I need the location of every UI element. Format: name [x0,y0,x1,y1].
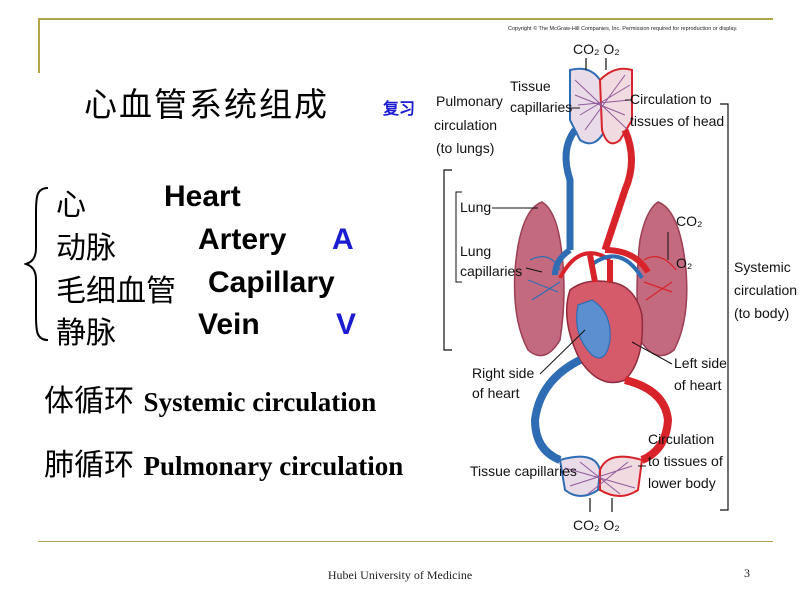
term-artery-abbr: A [332,223,354,256]
label-lung-cap-1: Lung [460,243,491,259]
label-tissue-cap-bottom: Tissue capillaries [470,463,577,479]
term-vein-abbr: V [336,308,357,341]
label-systemic-3: (to body) [734,305,789,321]
label-pulmonary-1: Pulmonary [436,93,503,109]
label-right-heart-1: Right side [472,365,534,381]
co2-o2-top: CO₂ O₂ [573,41,620,57]
slide-title: 心血管系统组成 [84,85,329,124]
copyright-text: Copyright © The McGraw-Hill Companies, I… [508,25,738,32]
label-circ-lower-1: Circulation [648,431,714,447]
term-vein-en: Vein [198,308,260,341]
label-pulmonary-2: circulation [434,117,497,133]
systemic-zh: 体循环 [44,384,134,419]
term-heart-en: Heart [164,180,241,213]
label-lung: Lung [460,199,491,215]
review-tag: 复习 [383,99,416,118]
term-capillary-zh: 毛细血管 [56,274,176,309]
label-systemic-1: Systemic [734,259,791,275]
term-vein-zh: 静脉 [56,316,116,351]
frame-top-line [38,18,773,20]
label-left-heart-2: of heart [674,377,722,393]
term-heart-zh: 心 [56,188,86,223]
term-capillary-en: Capillary [208,266,335,299]
lower-body-capillary-bed [558,455,644,497]
label-systemic-2: circulation [734,282,797,298]
label-o2-right: O₂ [676,255,692,271]
label-left-heart-1: Left side [674,355,727,371]
term-artery-zh: 动脉 [56,231,116,266]
label-circ-head-2: tissues of head [630,113,724,129]
term-artery-en: Artery [198,223,287,256]
term-artery: 动脉 Artery A [56,223,354,267]
label-circ-head-1: Circulation to [630,91,712,107]
frame-left-line [38,18,40,73]
term-heart: 心 Heart [56,180,241,224]
frame-bottom-line [38,541,773,542]
pulmonary-circulation-line: 肺循环 Pulmonary circulation [44,440,403,484]
term-capillary: 毛细血管 Capillary [56,266,335,310]
term-vein: 静脉 Vein V [56,308,356,352]
page-number: 3 [744,566,750,580]
curly-brace-icon [24,187,49,341]
footer-institution: Hubei University of Medicine [327,568,473,582]
pulmonary-zh: 肺循环 [44,448,134,483]
pulmonary-en: Pulmonary circulation [143,451,404,481]
heart [565,254,644,384]
co2-o2-bottom: CO₂ O₂ [573,517,620,533]
label-co2-right: CO₂ [676,213,702,229]
systemic-circulation-line: 体循环 Systemic circulation [44,376,376,420]
systemic-en: Systemic circulation [143,387,377,417]
right-lung [636,201,688,357]
label-pulmonary-3: (to lungs) [436,140,494,156]
circulation-diagram: Copyright © The McGraw-Hill Companies, I… [434,25,797,533]
label-tissue-cap-top-2: capillaries [510,99,572,115]
label-right-heart-2: of heart [472,385,520,401]
label-tissue-cap-top-1: Tissue [510,78,551,94]
label-circ-lower-3: lower body [648,475,716,491]
label-circ-lower-2: to tissues of [648,453,723,469]
left-lung [513,201,565,357]
label-lung-cap-2: capillaries [460,263,522,279]
